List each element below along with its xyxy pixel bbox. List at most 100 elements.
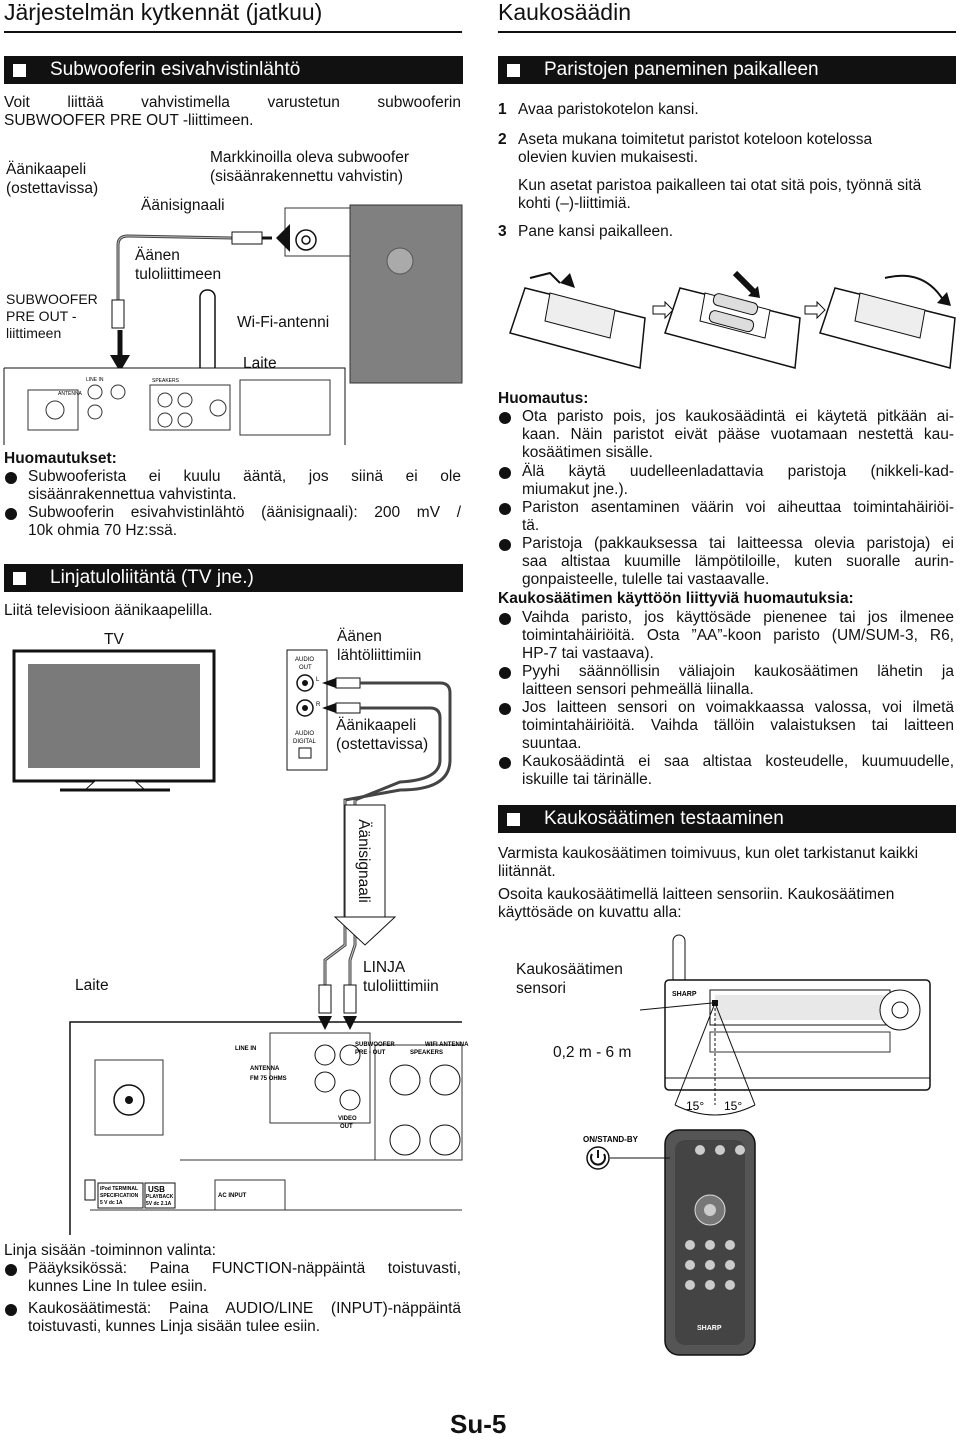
svg-text:PLAYBACK: PLAYBACK	[146, 1194, 174, 1200]
line-intro: Liitä televisioon äänikaapelilla.	[4, 602, 213, 619]
tv-jack-label: AUDIO	[295, 731, 314, 737]
step-arrow-icon	[804, 300, 826, 320]
usage3-l2: toimintahäiriöitä. Vaihda tällöin valais…	[522, 717, 954, 734]
svg-text:OUT: OUT	[340, 1124, 353, 1130]
label-line: Äänikaapeli	[6, 161, 87, 178]
svg-text:WIFI ANTENNA: WIFI ANTENNA	[425, 1042, 469, 1048]
bullet-icon	[499, 667, 511, 679]
label-device-line: Laite	[75, 977, 109, 994]
label-wifi-antenna: Wi-Fi-antenni	[237, 314, 330, 331]
rca-plug-right	[231, 231, 263, 245]
notice1-l1: Ota paristo pois, jos kaukosäädintä ei k…	[522, 408, 954, 425]
page-number: Su-5	[450, 1409, 507, 1439]
label-range: 0,2 m - 6 m	[553, 1044, 632, 1061]
bullet-icon	[5, 1304, 17, 1316]
svg-text:AC INPUT: AC INPUT	[218, 1193, 247, 1199]
bullet-icon	[5, 1264, 17, 1276]
line-in-diagram: AUDIO OUT L R AUDIO DIGITAL LINE IN ANTE…	[12, 649, 469, 1235]
label-line: SUBWOOFER	[6, 291, 98, 307]
angle-right: 15°	[724, 1099, 742, 1113]
label-audio-out: Äänen lähtöliittimiin	[337, 627, 421, 665]
tv-jack-label: L	[316, 677, 320, 683]
label-line: PRE OUT -	[6, 308, 77, 324]
bullet-icon	[499, 467, 511, 479]
rca-plug-left	[111, 299, 125, 329]
battery-step3: Pane kansi paikalleen.	[518, 223, 674, 240]
battery-illustration	[509, 270, 956, 369]
usage2-l1: Pyyhi säännöllisin väliajoin kaukosäätim…	[522, 663, 954, 680]
step-arrow-icon	[652, 300, 674, 320]
section-bar-batteries: Paristojen paneminen paikalleen	[498, 56, 956, 84]
remote-step2	[664, 270, 801, 369]
usage4-l1: Kaukosäädintä ei saa altistaa kosteudell…	[522, 753, 954, 770]
label-tv: TV	[104, 631, 124, 648]
battery-step2-line1: Aseta mukana toimitetut paristot koteloo…	[518, 131, 873, 148]
remote-range-illustration: SHARP SHARP ON/STAND-BY 15° 15°	[583, 934, 931, 1356]
select1-line2: kunnes Line In tulee esiin.	[28, 1278, 208, 1295]
svg-text:LINE IN: LINE IN	[86, 377, 104, 383]
svg-text:iPod TERMINAL: iPod TERMINAL	[100, 1186, 138, 1192]
usage1-l3: HP-7 tai vastaava).	[522, 645, 654, 662]
battery-step2b-line1: Kun asetat paristoa paikalleen tai otat …	[518, 177, 922, 194]
bullet-icon	[499, 757, 511, 769]
svg-text:ANTENNA: ANTENNA	[250, 1066, 280, 1072]
bullet-icon	[499, 503, 511, 515]
svg-text:SUBWOOFER: SUBWOOFER	[355, 1042, 395, 1048]
select2-line1: Kaukosäätimestä: Paina AUDIO/LINE (INPUT…	[28, 1300, 461, 1317]
usage2-l2: laitteen sensori pehmeällä liinalla.	[522, 681, 754, 698]
bullet-icon	[499, 613, 511, 625]
device-rear-panel	[69, 1021, 462, 1235]
usage1-l2: toimintahäiriöitä. Osta ”AA”-koon parist…	[522, 627, 954, 644]
svg-text:5 V dc 1A: 5 V dc 1A	[100, 1200, 123, 1206]
brand-label: SHARP	[672, 991, 697, 998]
select2-line2: toistuvasti, kunnes Linja sisään tulee e…	[28, 1318, 321, 1335]
section-square-icon	[13, 571, 26, 585]
label-line: LINJA	[363, 959, 406, 976]
label-line: (sisäänrakennettu vahvistin)	[210, 168, 403, 185]
test-p2-l1: Osoita kaukosäätimellä laitteen sensorii…	[498, 886, 895, 903]
subwoofer-intro-line1: Voit liittää vahvistimella varustetun su…	[4, 94, 461, 111]
bullet-icon	[499, 539, 511, 551]
title-rule-right	[498, 31, 956, 33]
label-line: Kaukosäätimen	[516, 961, 623, 978]
usage4-l2: iskuille tai tärinälle.	[522, 771, 653, 788]
step-number: 2	[498, 131, 507, 148]
test-p1-l1: Varmista kaukosäätimen toimivuus, kun ol…	[498, 845, 919, 862]
note1-line1: Subwooferista ei kuulu ääntä, jos siinä …	[28, 468, 461, 485]
page-title-left: Järjestelmän kytkennät (jatkuu)	[4, 0, 323, 25]
remote-brand-label: SHARP	[697, 1325, 722, 1332]
bullet-icon	[499, 703, 511, 715]
note1-line2: sisäänrakennettua vahvistinta.	[28, 486, 237, 503]
signal-arrow	[344, 804, 386, 918]
tv-jack-label: OUT	[299, 665, 312, 671]
label-line: liittimeen	[6, 325, 62, 341]
notice-title: Huomautus:	[498, 390, 589, 407]
svg-text:SPEAKERS: SPEAKERS	[410, 1050, 443, 1056]
usage1-l1: Vaihda paristo, jos käyttösäde pienenee …	[522, 609, 954, 626]
label-line: (ostettavissa)	[336, 736, 429, 753]
angle-left: 15°	[686, 1099, 704, 1113]
section-heading: Paristojen paneminen paikalleen	[544, 59, 819, 80]
svg-text:FM 75 OHMS: FM 75 OHMS	[250, 1076, 287, 1082]
label-line: Äänikaapeli	[336, 717, 417, 734]
tv-jack-label: DIGITAL	[293, 739, 317, 745]
notice4-l1: Paristoja (pakkauksessa tai laitteessa o…	[522, 535, 954, 552]
bullet-icon	[5, 472, 17, 484]
usage-title: Kaukosäätimen käyttöön liittyviä huomaut…	[498, 590, 854, 607]
arrow-down-icon	[110, 355, 130, 372]
notice1-l2: kaan. Näin paristot eivät pääse vuotamaa…	[522, 426, 954, 443]
tv-jack-label: AUDIO	[295, 657, 314, 663]
label-line: tuloliittimiin	[363, 978, 439, 995]
notice1-l3: kosäätimen sisälle.	[522, 444, 653, 461]
remote-step3	[819, 274, 956, 369]
step-number: 1	[498, 101, 507, 118]
subwoofer-box	[349, 204, 463, 384]
svg-text:ANTENNA: ANTENNA	[58, 391, 83, 397]
step-number: 3	[498, 223, 507, 240]
svg-text:5V dc 2.1A: 5V dc 2.1A	[146, 1201, 172, 1207]
svg-text:USB: USB	[148, 1185, 165, 1194]
label-audio-cable: Äänikaapeli (ostettavissa)	[6, 160, 98, 198]
audio-cable-tv	[323, 681, 452, 985]
label-line: lähtöliittimiin	[337, 647, 422, 664]
label-device: Laite	[243, 355, 277, 372]
